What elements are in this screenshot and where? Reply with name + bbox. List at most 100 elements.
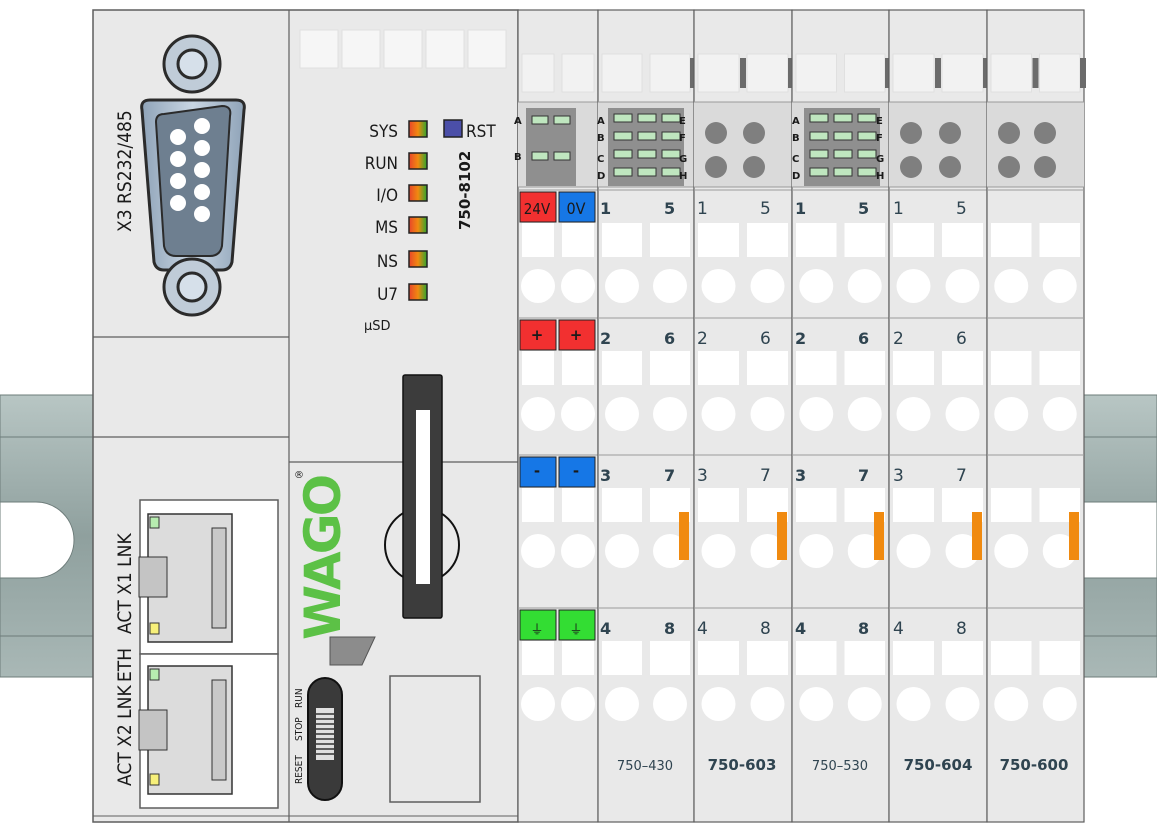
svg-text:C: C (597, 154, 604, 165)
wire-entry[interactable] (799, 534, 834, 568)
svg-text:8: 8 (664, 619, 675, 638)
svg-text:1: 1 (697, 199, 708, 219)
svg-text:7: 7 (760, 466, 771, 486)
svg-text:2: 2 (795, 329, 806, 348)
ethernet-port-x2[interactable] (138, 653, 279, 809)
svg-text:F: F (679, 133, 686, 144)
terminal-row (792, 317, 889, 431)
dsub-screw-bottom (162, 257, 222, 317)
terminal-row (518, 317, 598, 431)
terminal-row (987, 189, 1084, 303)
wire-entry[interactable] (521, 534, 555, 568)
terminal-row (987, 454, 1084, 568)
svg-text:1: 1 (795, 199, 806, 218)
supply-terminal-label (558, 609, 596, 641)
din-rail (0, 394, 1157, 678)
svg-text:B: B (597, 133, 605, 144)
wire-entry[interactable] (653, 534, 687, 568)
wire-entry[interactable] (701, 534, 736, 568)
terminal-row (694, 607, 792, 721)
wire-entry[interactable] (847, 397, 882, 431)
wire-entry[interactable] (521, 687, 555, 721)
mode-switch[interactable] (307, 677, 343, 801)
wire-entry[interactable] (945, 534, 980, 568)
wire-entry[interactable] (605, 687, 639, 721)
wire-entry[interactable] (896, 269, 931, 303)
svg-text:2: 2 (600, 329, 611, 348)
wire-entry[interactable] (994, 269, 1029, 303)
wire-entry[interactable] (847, 687, 882, 721)
status-leds: SYS RUN I/O MS NS U7 (365, 120, 428, 305)
wire-entry[interactable] (1042, 687, 1077, 721)
wire-entry[interactable] (605, 397, 639, 431)
controller-top-slots (299, 29, 507, 69)
wire-entry[interactable] (750, 687, 785, 721)
status-dot (900, 122, 922, 144)
svg-text:A: A (792, 116, 800, 127)
wire-entry[interactable] (701, 687, 736, 721)
status-dot (1034, 156, 1056, 178)
wire-entry[interactable] (521, 397, 555, 431)
status-dot (1034, 122, 1056, 144)
wire-entry[interactable] (561, 534, 595, 568)
terminal-row (889, 607, 987, 721)
wire-entry[interactable] (945, 687, 980, 721)
svg-text:F: F (876, 133, 883, 144)
wire-entry[interactable] (653, 269, 687, 303)
supply-labels: 24V 0V + + - - ⏚ ⏚ (524, 199, 586, 638)
svg-text:G: G (876, 154, 884, 165)
svg-text:E: E (679, 116, 686, 127)
sd-card-slot[interactable] (384, 374, 460, 619)
wire-entry[interactable] (896, 397, 931, 431)
wire-entry[interactable] (799, 687, 834, 721)
svg-text:8: 8 (760, 619, 771, 639)
wire-entry[interactable] (847, 269, 882, 303)
wire-entry[interactable] (896, 534, 931, 568)
status-dot (705, 122, 727, 144)
wire-entry[interactable] (1042, 534, 1077, 568)
wire-entry[interactable] (994, 687, 1029, 721)
wire-entry[interactable] (1042, 397, 1077, 431)
wire-entry[interactable] (605, 534, 639, 568)
svg-text:⏚: ⏚ (569, 623, 582, 638)
wire-entry[interactable] (653, 687, 687, 721)
wire-entry[interactable] (750, 269, 785, 303)
usd-label: μSD (364, 319, 391, 334)
wire-entry[interactable] (799, 397, 834, 431)
wire-entry[interactable] (701, 269, 736, 303)
svg-text:7: 7 (664, 466, 675, 485)
wire-entry[interactable] (701, 397, 736, 431)
led-label-run: RUN (365, 154, 398, 174)
svg-text:B: B (792, 133, 800, 144)
dsub-connector[interactable] (140, 34, 246, 317)
wire-entry[interactable] (945, 397, 980, 431)
wire-entry[interactable] (847, 534, 882, 568)
wire-entry[interactable] (653, 397, 687, 431)
controller-model-label: 750-8102 (456, 151, 474, 230)
wire-entry[interactable] (799, 269, 834, 303)
led-label-ms: MS (375, 218, 398, 238)
wire-entry[interactable] (896, 687, 931, 721)
wire-entry[interactable] (945, 269, 980, 303)
svg-text:3: 3 (697, 466, 708, 486)
wire-entry[interactable] (561, 397, 595, 431)
terminal-row (889, 317, 987, 431)
wire-entry[interactable] (750, 397, 785, 431)
wire-entry[interactable] (561, 269, 595, 303)
controller: X3 RS232/485 SYS RUN I/O MS NS U7 RST μS… (92, 9, 519, 823)
svg-text:6: 6 (664, 329, 675, 348)
wire-entry[interactable] (994, 397, 1029, 431)
terminal-row (598, 317, 694, 431)
wire-entry[interactable] (750, 534, 785, 568)
wire-entry[interactable] (605, 269, 639, 303)
wire-entry[interactable] (1042, 269, 1077, 303)
io-module-5 (986, 9, 1086, 823)
eth-label-lower: ACT X2 LNK (114, 685, 136, 786)
wire-entry[interactable] (561, 687, 595, 721)
led-rst (443, 119, 463, 138)
led-label-u7: U7 (377, 285, 398, 305)
ethernet-port-x1[interactable] (138, 499, 279, 655)
wire-entry[interactable] (994, 534, 1029, 568)
wire-entry[interactable] (521, 269, 555, 303)
svg-text:2: 2 (697, 329, 708, 349)
